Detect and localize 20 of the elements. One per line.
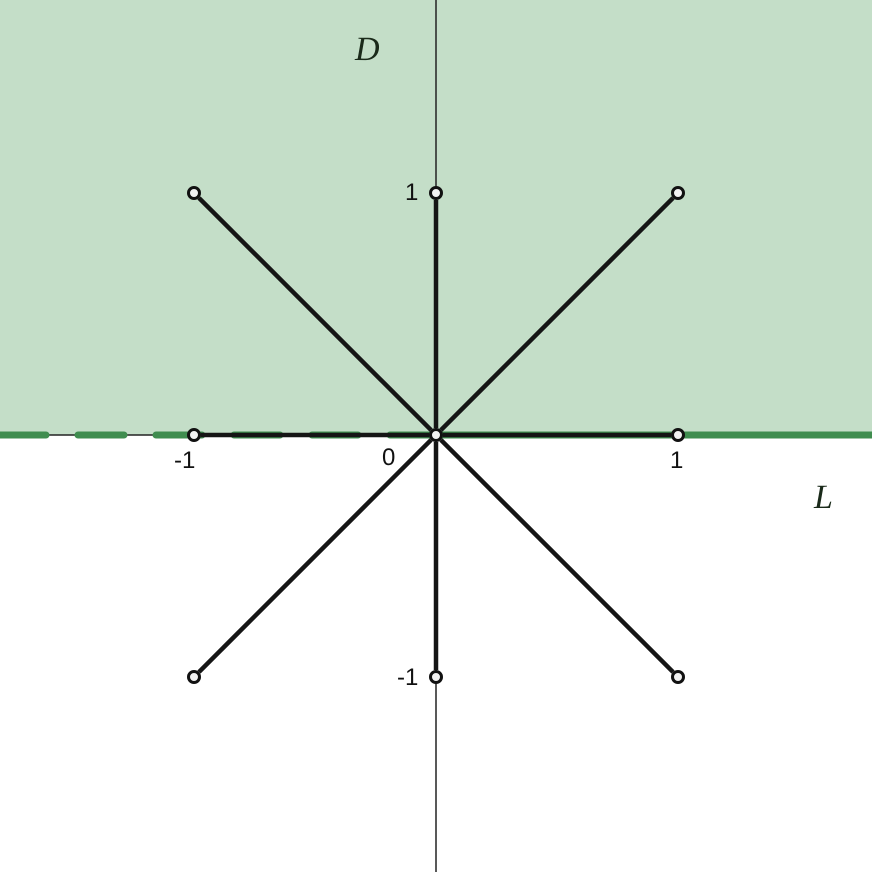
tick-label: -1: [397, 666, 418, 690]
line-segment: [201, 432, 429, 438]
point-marker: [671, 428, 685, 442]
point-marker: [187, 428, 201, 442]
tick-label: 1: [405, 181, 418, 205]
tick-label: 1: [670, 449, 684, 473]
tick-label: -1: [174, 449, 196, 473]
point-marker: [187, 670, 201, 684]
point-marker: [671, 670, 685, 684]
line-segment: [443, 432, 671, 438]
line-segment: [434, 442, 438, 670]
tick-label: 0: [382, 446, 396, 470]
line-segment: [439, 438, 675, 674]
line-segment: [197, 196, 433, 432]
line-segment: [439, 196, 675, 432]
line-segment: [197, 438, 433, 674]
axis-label: D: [355, 33, 380, 67]
axis-label: L: [814, 481, 833, 515]
point-marker: [429, 670, 443, 684]
line-segment: [434, 200, 438, 428]
